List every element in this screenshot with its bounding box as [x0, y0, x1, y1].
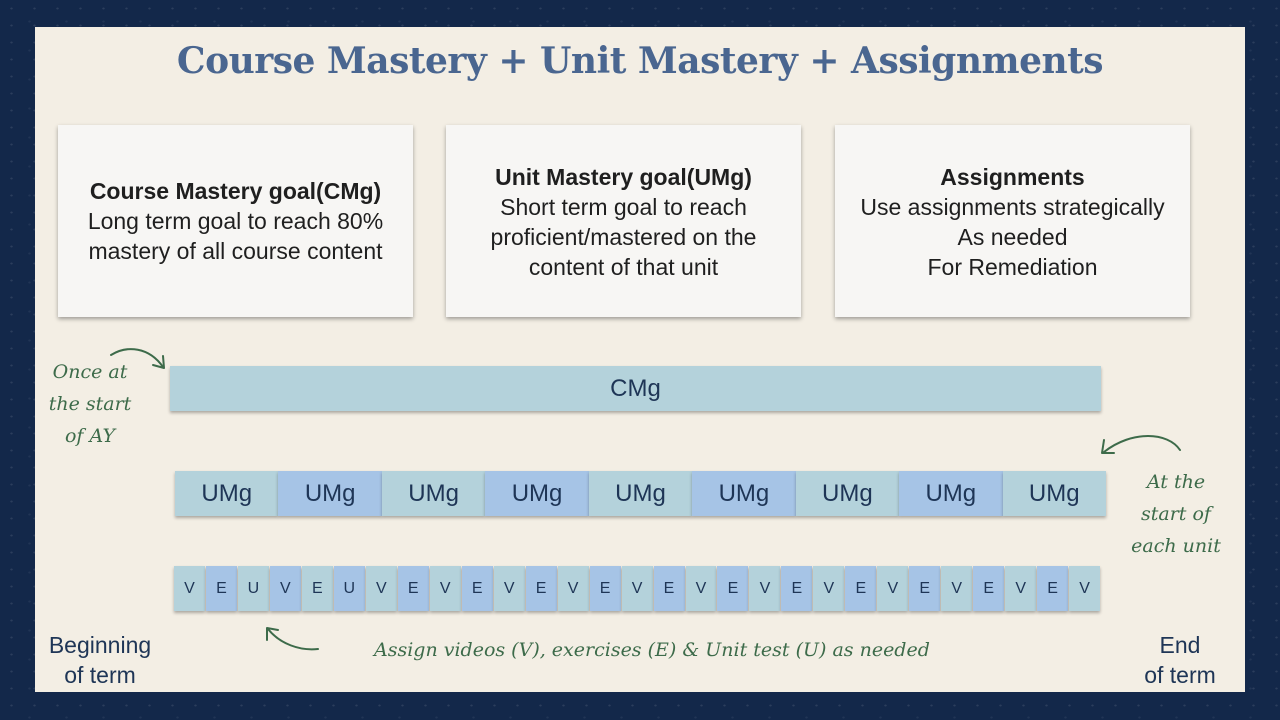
- card-assignments-line-1: Use assignments strategically: [860, 194, 1165, 220]
- assignment-segment: V: [365, 566, 397, 611]
- card-unit-mastery-line-1: Short term goal to reach: [500, 194, 747, 220]
- umg-cell: UMg: [795, 471, 900, 516]
- assignment-segment: V: [557, 566, 589, 611]
- assignment-segment: E: [205, 566, 237, 611]
- assignment-segment: V: [269, 566, 301, 611]
- assignment-segment: V: [813, 566, 845, 611]
- note-start-of-ay-line-2: the start: [48, 393, 132, 415]
- assignment-segment: V: [174, 566, 205, 611]
- umg-cell: UMg: [1002, 471, 1106, 516]
- umg-cell: UMg: [899, 471, 1003, 516]
- cmg-bar: CMg: [170, 366, 1101, 411]
- card-unit-mastery-line-3: content of that unit: [528, 254, 719, 280]
- umg-cell: UMg: [278, 471, 382, 516]
- label-end-line-1: End: [1159, 632, 1201, 658]
- assignment-segment: E: [301, 566, 333, 611]
- card-unit-mastery: Unit Mastery goal(UMg) Short term goal t…: [446, 125, 801, 317]
- assignment-segment: V: [1069, 566, 1101, 611]
- note-start-of-unit: At the start of each unit: [1126, 466, 1226, 562]
- assignment-segment: E: [973, 566, 1005, 611]
- card-assignments-line-2: As needed: [957, 224, 1068, 250]
- note-assign: Assign videos (V), exercises (E) & Unit …: [374, 639, 930, 661]
- note-start-of-ay-line-3: of AY: [64, 425, 115, 447]
- assignment-segment: V: [621, 566, 653, 611]
- assignment-segment: E: [1037, 566, 1069, 611]
- card-assignments: Assignments Use assignments strategicall…: [835, 125, 1190, 317]
- curved-arrow-icon: [1101, 435, 1181, 454]
- assignment-segment: V: [941, 566, 973, 611]
- label-beginning-line-1: Beginning: [48, 632, 152, 658]
- umg-cell: UMg: [692, 471, 796, 516]
- assignment-segment: E: [781, 566, 813, 611]
- label-end-of-term: End of term: [1130, 630, 1230, 690]
- assignment-segment: E: [845, 566, 877, 611]
- label-beginning-of-term: Beginning of term: [40, 630, 160, 690]
- note-start-of-unit-line-1: At the: [1146, 471, 1206, 493]
- curved-arrow-icon: [266, 627, 319, 651]
- note-start-of-unit-line-3: each unit: [1131, 535, 1221, 557]
- assignment-segment: V: [429, 566, 461, 611]
- card-course-mastery-line-2: mastery of all course content: [88, 238, 383, 264]
- assignment-segment: U: [237, 566, 269, 611]
- note-start-of-ay: Once at the start of AY: [40, 356, 140, 452]
- assignment-segment: E: [461, 566, 493, 611]
- assignment-segment: V: [1005, 566, 1037, 611]
- assignment-segment: E: [397, 566, 429, 611]
- umg-cell: UMg: [381, 471, 486, 516]
- curved-arrow-icon: [110, 348, 165, 369]
- assignment-segment: E: [717, 566, 749, 611]
- card-assignments-line-3: For Remediation: [927, 254, 1098, 280]
- card-assignments-title: Assignments: [940, 164, 1085, 190]
- assignment-segment: V: [749, 566, 781, 611]
- card-course-mastery-line-1: Long term goal to reach 80%: [87, 208, 384, 234]
- card-unit-mastery-title: Unit Mastery goal(UMg): [495, 164, 752, 190]
- assignment-segment: E: [653, 566, 685, 611]
- note-start-of-ay-line-1: Once at: [52, 361, 128, 383]
- assignment-segment: E: [525, 566, 557, 611]
- card-unit-mastery-line-2: proficient/mastered on the: [490, 224, 757, 250]
- assignment-segment: V: [493, 566, 525, 611]
- assignment-segment: E: [589, 566, 621, 611]
- assignment-segment: U: [333, 566, 365, 611]
- assignment-segment: V: [685, 566, 717, 611]
- assignment-segment: V: [877, 566, 909, 611]
- card-course-mastery: Course Mastery goal(CMg) Long term goal …: [58, 125, 413, 317]
- umg-cell: UMg: [588, 471, 693, 516]
- label-beginning-line-2: of term: [64, 662, 136, 688]
- label-end-line-2: of term: [1144, 662, 1216, 688]
- assignment-segment: E: [909, 566, 941, 611]
- umg-cell: UMg: [485, 471, 589, 516]
- umg-cell: UMg: [175, 471, 279, 516]
- note-start-of-unit-line-2: start of: [1141, 503, 1211, 525]
- slide-title: Course Mastery + Unit Mastery + Assignme…: [176, 40, 1104, 82]
- card-course-mastery-title: Course Mastery goal(CMg): [89, 178, 382, 204]
